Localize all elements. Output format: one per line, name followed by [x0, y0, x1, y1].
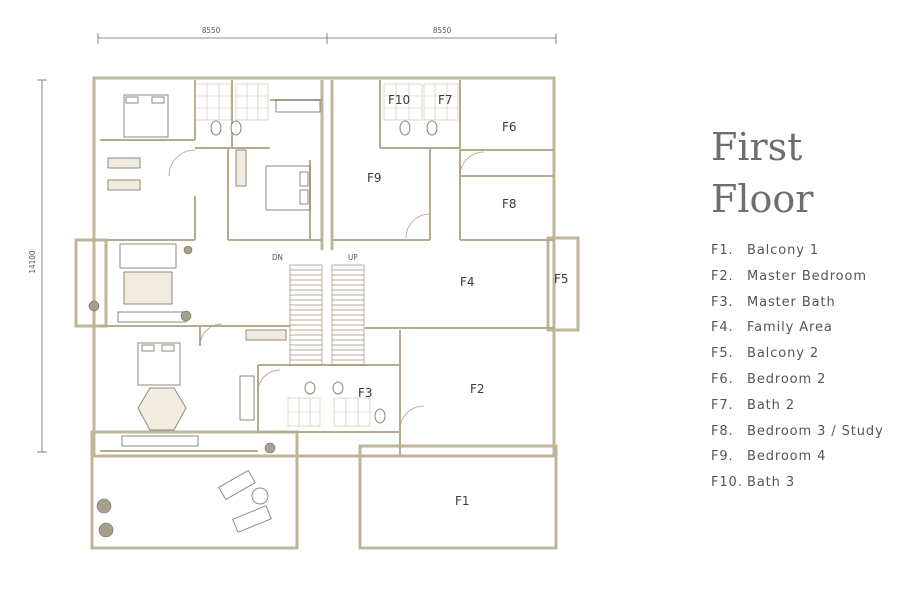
- legend-item: F9. Bedroom 4: [711, 449, 884, 475]
- dimension-lines: [37, 33, 557, 453]
- coffee-table: [123, 271, 173, 305]
- legend-name: Bath 2: [747, 397, 796, 413]
- dimension-left: 14100: [28, 250, 37, 273]
- legend-item: F7. Bath 2: [711, 398, 884, 424]
- bed-left-upper: [123, 94, 169, 138]
- legend-item: F3. Master Bath: [711, 295, 884, 321]
- staircase: [289, 264, 365, 366]
- plants: [88, 245, 276, 538]
- legend-code: F10.: [711, 475, 743, 491]
- sanitary-fixtures: [210, 120, 438, 424]
- legend-code: F7.: [711, 397, 734, 413]
- legend-item: F10.Bath 3: [711, 475, 884, 501]
- title-line-1: First: [711, 125, 803, 169]
- room-label-f3: F3: [358, 386, 373, 400]
- console: [121, 435, 199, 447]
- room-label-f5: F5: [554, 272, 569, 286]
- room-legend: F1. Balcony 1 F2. Master Bedroom F3. Master…: [711, 243, 884, 501]
- legend-code: F1.: [711, 243, 734, 258]
- legend-code: F2.: [711, 268, 734, 284]
- legend-item: F5. Balcony 2: [711, 346, 884, 372]
- legend-item: F8. Bedroom 3 / Study: [711, 424, 884, 450]
- room-label-f4: F4: [460, 275, 475, 289]
- door-swings: [168, 149, 485, 431]
- cabinet: [239, 375, 255, 421]
- legend-name: Master Bedroom: [747, 268, 867, 284]
- legend-name: Family Area: [747, 320, 833, 336]
- interior-walls: [100, 80, 554, 456]
- room-label-f9: F9: [367, 171, 382, 185]
- legend-item: F1. Balcony 1: [711, 243, 884, 269]
- loungers: [218, 469, 272, 533]
- legend-item: F2. Master Bedroom: [711, 269, 884, 295]
- room-label-f6: F6: [502, 120, 517, 134]
- legend-item: F4. Family Area: [711, 320, 884, 346]
- legend-name: Bedroom 2: [747, 371, 827, 387]
- bed-middle: [265, 165, 311, 211]
- legend-code: F6.: [711, 371, 734, 387]
- room-label-f10: F10: [388, 93, 410, 107]
- furniture: [117, 94, 321, 447]
- legend-code: F3.: [711, 294, 734, 310]
- legend-code: F5.: [711, 346, 734, 362]
- legend-item: F6. Bedroom 2: [711, 372, 884, 398]
- desk: [275, 99, 321, 113]
- stair-label-up: UP: [348, 253, 358, 262]
- legend-code: F8.: [711, 423, 734, 439]
- sofa: [119, 243, 177, 269]
- stair-label-down: DN: [272, 253, 283, 262]
- legend-name: Bath 3: [747, 475, 796, 491]
- rug-hex: [137, 387, 187, 431]
- legend-code: F4.: [711, 320, 734, 336]
- legend-name: Balcony 1: [747, 243, 820, 258]
- room-label-f7: F7: [438, 93, 453, 107]
- dimension-top-left: 8550: [202, 26, 221, 35]
- room-label-f8: F8: [502, 197, 517, 211]
- title-line-2: Floor: [711, 177, 814, 221]
- room-label-f2: F2: [470, 382, 485, 396]
- legend-name: Master Bath: [747, 294, 836, 310]
- legend-code: F9.: [711, 449, 734, 465]
- walls: [74, 76, 580, 550]
- legend-name: Bedroom 4: [747, 449, 827, 465]
- room-label-f1: F1: [455, 494, 470, 508]
- tv-unit: [117, 311, 187, 323]
- wardrobes: [107, 149, 287, 341]
- legend-name: Balcony 2: [747, 346, 820, 362]
- bed-left-lower: [137, 342, 181, 386]
- legend-name: Bedroom 3 / Study: [747, 423, 884, 439]
- bathroom-tiles: [194, 83, 459, 427]
- dimension-top-right: 8550: [433, 26, 452, 35]
